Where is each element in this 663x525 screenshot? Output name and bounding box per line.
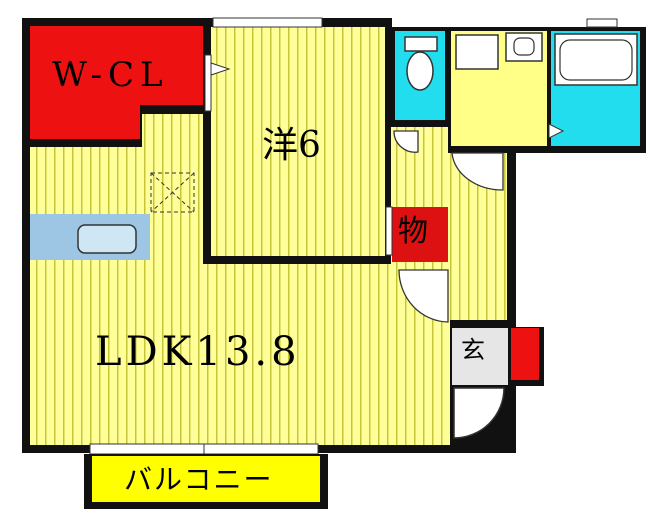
shoe-cabinet bbox=[511, 328, 539, 380]
bathroom-window bbox=[586, 18, 618, 28]
entrance-door-swing bbox=[453, 387, 505, 439]
ldk-door-swing bbox=[398, 269, 449, 323]
closet-door bbox=[204, 54, 212, 112]
western-room-label: 洋6 bbox=[262, 125, 321, 166]
storage-label: 物 bbox=[398, 214, 428, 249]
bathroom-door-icon bbox=[548, 123, 565, 139]
western-room-floor bbox=[211, 27, 385, 256]
washing-machine-icon bbox=[455, 34, 499, 70]
balcony-label: バルコニー bbox=[124, 463, 274, 496]
walk-in-closet bbox=[30, 26, 203, 139]
ldk-label: LDK13.8 bbox=[95, 329, 301, 375]
bathtub-inner-icon bbox=[559, 39, 633, 81]
bedroom-door-swing bbox=[393, 130, 419, 153]
toilet-tank-icon bbox=[404, 36, 438, 52]
ldk-floor bbox=[30, 114, 450, 445]
kitchen-sink-icon bbox=[77, 224, 137, 254]
closet-door-arrow-icon bbox=[210, 62, 231, 76]
floor-hatch-icon bbox=[150, 172, 195, 213]
basin-bowl-icon bbox=[513, 37, 535, 56]
washroom-door-swing bbox=[451, 152, 504, 191]
entrance-label: 玄 bbox=[461, 336, 485, 364]
toilet-bowl-icon bbox=[406, 51, 434, 91]
entrance bbox=[452, 328, 508, 385]
storage-door bbox=[385, 206, 393, 256]
walk-in-closet-label: W-CL bbox=[52, 55, 169, 95]
western-room-window bbox=[212, 17, 323, 28]
balcony-floor bbox=[92, 456, 320, 502]
storage-room bbox=[392, 207, 448, 262]
